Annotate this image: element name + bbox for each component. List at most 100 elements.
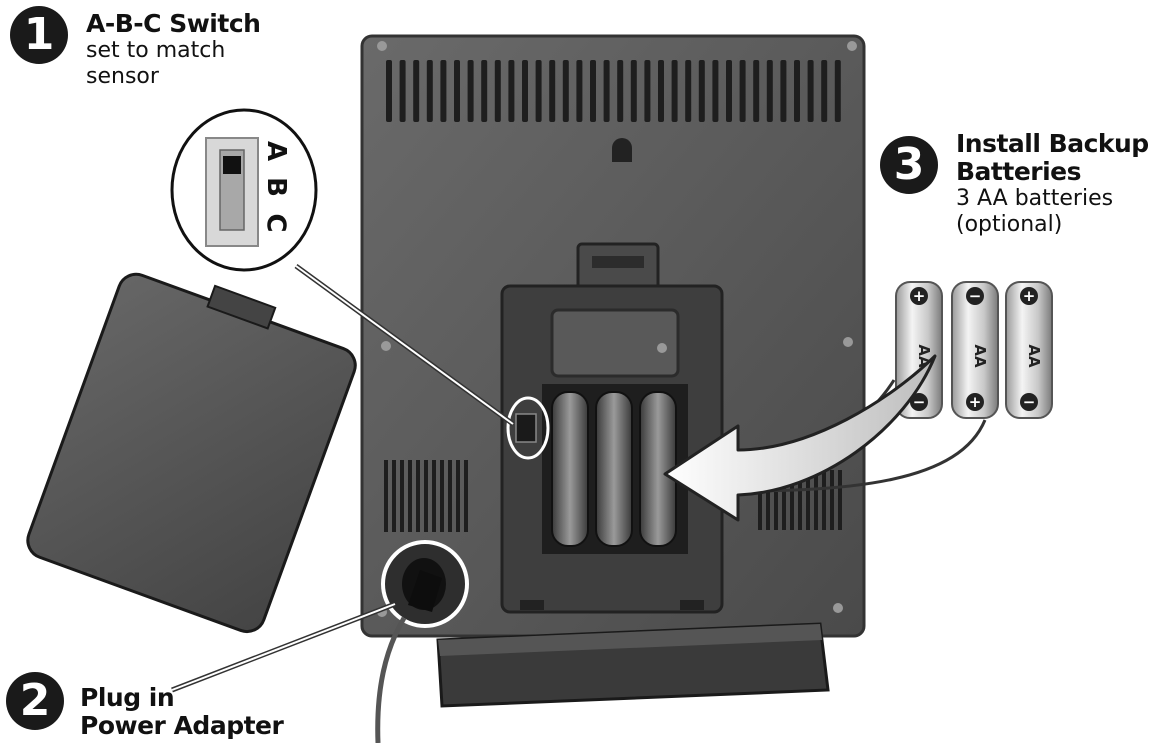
switch-letter-a: A [261, 140, 292, 162]
battery-label: AA [1025, 344, 1043, 368]
step-1-badge: 1 [10, 6, 68, 64]
vent-slot [522, 60, 528, 122]
vent-slot [807, 60, 814, 122]
vent-slot [766, 60, 773, 122]
hanging-hole [612, 138, 632, 162]
step-2-badge: 2 [6, 672, 64, 730]
vent-slot [644, 60, 651, 122]
vent-slot [830, 470, 834, 530]
compartment-cell [595, 391, 633, 547]
vent-slot [794, 60, 800, 122]
vent-slot [671, 60, 678, 122]
step-3-badge: 3 [880, 136, 938, 194]
vent-slot [698, 60, 705, 122]
vent-slot [798, 470, 802, 530]
vent-slot [508, 60, 515, 122]
vent-slot [726, 60, 732, 122]
callout-3-title-line1: Install Backup [956, 129, 1149, 158]
vent-slot [400, 460, 404, 532]
vent-slot [658, 60, 664, 122]
vent-slot [712, 60, 719, 122]
device-back-panel [360, 34, 866, 638]
vent-slot [814, 470, 818, 530]
compartment-cell [551, 391, 589, 547]
vent-slot [790, 470, 794, 530]
vent-slot [562, 60, 569, 122]
vent-slot [454, 60, 460, 122]
vent-slot [481, 60, 488, 122]
top-vents [386, 60, 841, 122]
battery-bottom-symbol: + [969, 393, 982, 411]
vent-slot [426, 60, 433, 122]
right-side-vents [758, 470, 842, 530]
vent-slot [392, 460, 396, 532]
screw [381, 341, 391, 351]
vent-slot [535, 60, 542, 122]
switch-zoom-circle [170, 108, 318, 272]
vent-slot [617, 60, 624, 122]
vent-slot [432, 460, 436, 532]
battery-cover [26, 272, 357, 634]
callout-1-line2: sensor [86, 64, 159, 89]
abc-switch[interactable] [515, 413, 537, 443]
callout-3-line1: 3 AA batteries [956, 186, 1114, 211]
vent-slot [408, 460, 412, 532]
callout-1-line1: set to match [86, 38, 226, 63]
vent-slot [739, 60, 746, 122]
vent-slot [448, 460, 452, 532]
aa-battery: + AA − [1005, 281, 1053, 419]
screw [377, 41, 387, 51]
vent-slot [424, 460, 428, 532]
battery-top-symbol: + [913, 287, 926, 305]
battery-top-symbol: − [969, 287, 982, 305]
vent-slot [384, 460, 388, 532]
vent-slot [630, 60, 637, 122]
vent-slot [467, 60, 474, 122]
vent-slot [440, 460, 444, 532]
vent-slot [494, 60, 501, 122]
screw [833, 603, 843, 613]
vent-slot [603, 60, 610, 122]
vent-slot [440, 60, 447, 122]
vent-slot [774, 470, 778, 530]
callout2-leader [171, 601, 396, 693]
callout-2: Plug in Power Adapter [80, 684, 284, 740]
aa-batteries: +AA−−AA++AA− [895, 281, 1053, 419]
vent-slot [413, 60, 420, 122]
vent-slot [456, 460, 460, 532]
vent-slot [685, 60, 692, 122]
vent-slot [590, 60, 596, 122]
battery-bottom-symbol: − [1023, 393, 1036, 411]
vent-slot [464, 460, 468, 532]
vent-slot [399, 60, 406, 122]
callout-3-title-line2: Batteries [956, 157, 1082, 186]
aa-battery: −AA+ [951, 281, 999, 419]
screw [847, 41, 857, 51]
switch-letter-b: B [260, 177, 291, 197]
vent-slot [758, 470, 762, 530]
switch-slider [223, 156, 241, 174]
vent-slot [549, 60, 556, 122]
power-cord [375, 616, 407, 743]
vent-slot [838, 470, 842, 530]
callout-1: A-B-C Switch set to match sensor [86, 9, 261, 90]
vent-slot [753, 60, 760, 122]
battery-top-symbol: + [1023, 287, 1036, 305]
vent-slot [822, 470, 826, 530]
switch-letter-c: C [260, 213, 291, 233]
vent-slot [782, 470, 786, 530]
callout-2-title-line2: Power Adapter [80, 711, 284, 740]
battery-bottom-symbol: − [913, 393, 926, 411]
vent-slot [576, 60, 583, 122]
left-side-vents [384, 460, 468, 532]
vent-slot [766, 470, 770, 530]
battery-cells [551, 391, 677, 547]
callout-1-title: A-B-C Switch [86, 9, 261, 38]
vent-slot [821, 60, 828, 122]
vent-slot [780, 60, 787, 122]
insert-arrow [663, 354, 937, 522]
callout-3: Install Backup Batteries 3 AA batteries … [956, 130, 1156, 238]
callout1-leader [294, 263, 515, 427]
abc-switch-highlight [506, 396, 550, 460]
